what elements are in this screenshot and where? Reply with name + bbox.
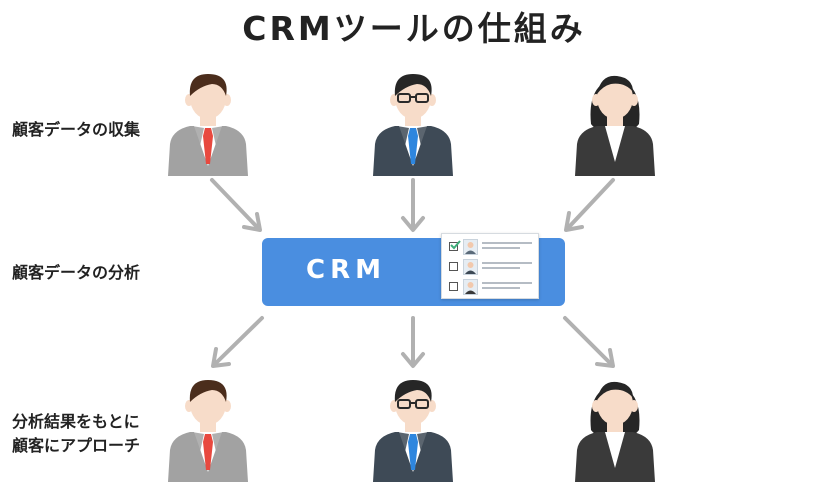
step-label-approach: 分析結果をもとに 顧客にアプローチ xyxy=(12,410,140,458)
arrow-top-left xyxy=(210,178,262,232)
businessman-gray-suit-icon xyxy=(160,66,256,176)
card-row-1 xyxy=(442,238,538,255)
list-line xyxy=(482,282,532,284)
businessman-gray-suit-icon xyxy=(160,372,256,482)
card-row-2 xyxy=(442,258,538,275)
card-row-3 xyxy=(442,278,538,295)
businesswoman-icon xyxy=(567,372,663,482)
step-label-collect-text: 顧客データの収集 xyxy=(12,120,141,139)
step-label-analyze-text: 顧客データの分析 xyxy=(12,263,141,282)
arrow-top-right xyxy=(564,178,615,232)
list-line xyxy=(482,247,520,249)
mini-avatar-icon xyxy=(463,259,478,275)
mini-avatar-icon xyxy=(463,239,478,255)
page-title: CRMツールの仕組み xyxy=(242,9,586,48)
checkbox-checked-icon xyxy=(449,240,461,251)
list-line xyxy=(482,262,532,264)
businessman-glasses-icon xyxy=(365,372,461,482)
list-line xyxy=(482,267,520,269)
arrow-bottom-center xyxy=(401,316,425,368)
mini-avatar-icon xyxy=(463,279,478,295)
arrow-top-center xyxy=(401,178,425,232)
arrow-bottom-right xyxy=(563,316,615,368)
step-label-analyze: 顧客データの分析 xyxy=(12,261,140,285)
arrow-bottom-left xyxy=(211,316,264,368)
businesswoman-icon xyxy=(567,66,663,176)
step-label-approach-line1: 分析結果をもとに xyxy=(12,412,140,431)
step-label-collect: 顧客データの収集 xyxy=(12,118,140,142)
checkbox-icon xyxy=(449,262,458,271)
crm-label: CRM xyxy=(306,255,386,285)
list-line xyxy=(482,242,532,244)
checkbox-icon xyxy=(449,282,458,291)
customer-list-card xyxy=(441,233,539,299)
step-label-approach-line2: 顧客にアプローチ xyxy=(12,436,141,455)
list-line xyxy=(482,287,520,289)
businessman-glasses-icon xyxy=(365,66,461,176)
